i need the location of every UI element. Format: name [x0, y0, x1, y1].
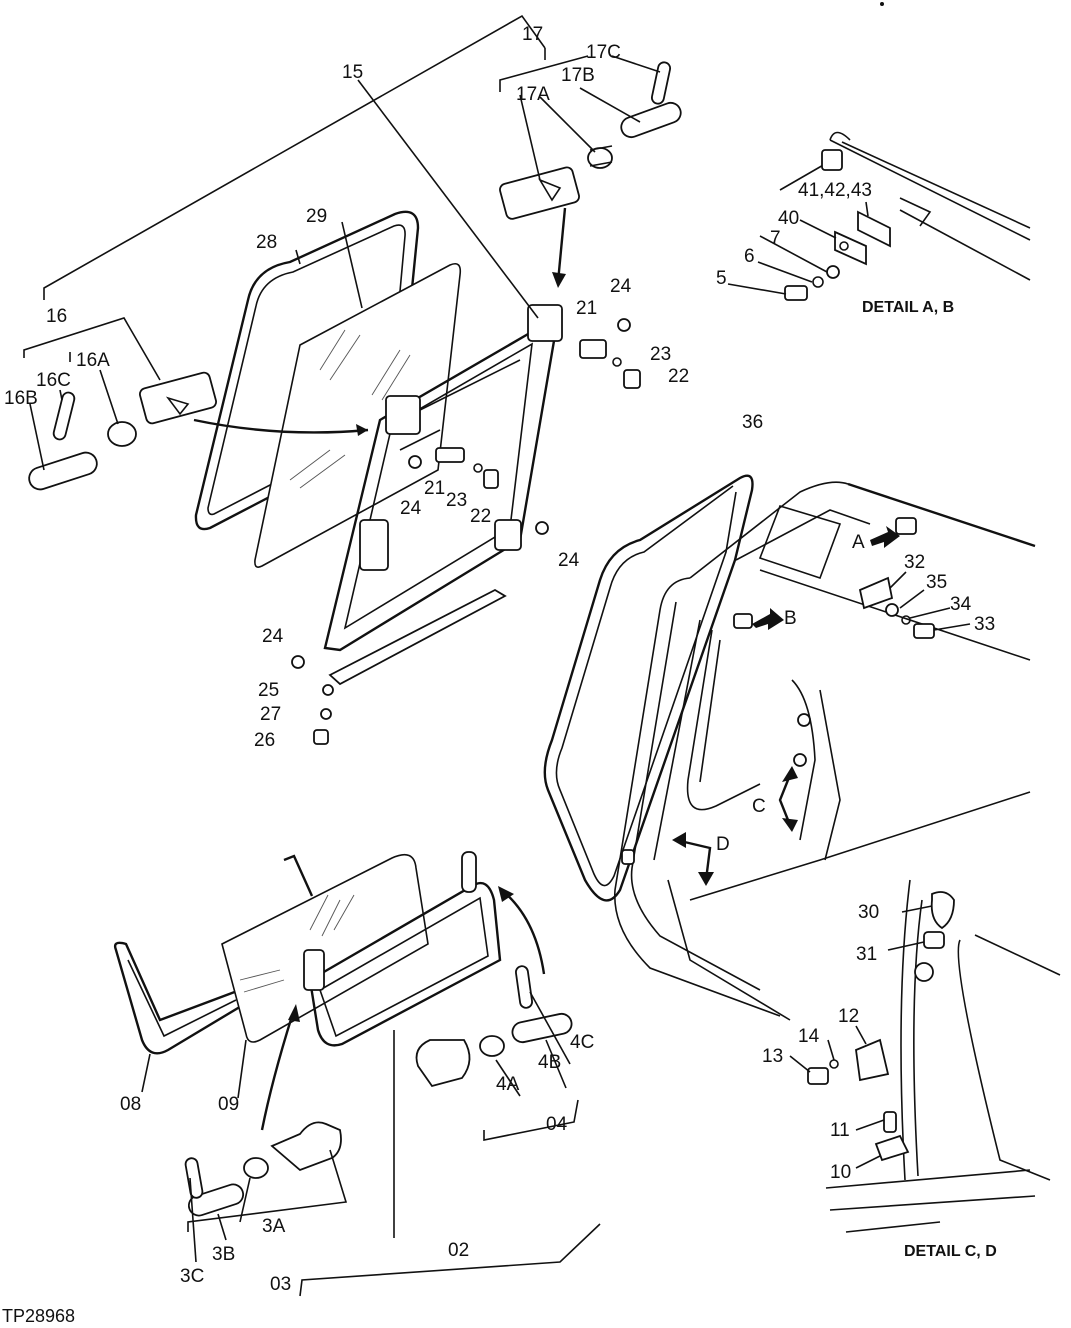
detail-ab-cab-roof	[727, 131, 1031, 301]
cab-body	[614, 481, 1036, 1021]
lower-frame-02	[303, 851, 502, 1047]
callout-30: 30	[858, 902, 879, 923]
window-track-25	[322, 588, 507, 696]
callout-23b: 23	[446, 490, 467, 511]
callout-25: 25	[258, 680, 279, 701]
window-seal-28	[194, 210, 420, 531]
arrow-label-c: C	[752, 796, 766, 817]
callout-10: 10	[830, 1162, 851, 1183]
callout-23a: 23	[650, 344, 671, 365]
callout-12: 12	[838, 1006, 859, 1027]
striker-parts-32-35	[858, 571, 971, 639]
figure-id: TP28968	[2, 1306, 75, 1326]
callout-22b: 22	[470, 506, 491, 527]
callout-17b: 17B	[561, 65, 595, 86]
callout-41-42-43: 41,42,43	[798, 180, 872, 201]
leader-lines-bottom	[141, 886, 601, 1297]
callout-40: 40	[778, 208, 799, 229]
callout-arrows	[672, 526, 900, 886]
callout-3a: 3A	[262, 1216, 286, 1237]
callout-02: 02	[448, 1240, 469, 1261]
callout-32: 32	[904, 552, 925, 573]
arrow-label-d: D	[716, 834, 730, 855]
callout-15: 15	[342, 62, 363, 83]
detail-cd-cab-corner	[789, 879, 1061, 1233]
callout-6: 6	[744, 246, 755, 267]
callout-7: 7	[770, 228, 781, 249]
callout-03: 03	[270, 1274, 291, 1295]
callout-28: 28	[256, 232, 277, 253]
callout-31: 31	[856, 944, 877, 965]
arrow-letters: A B C D	[716, 532, 865, 855]
callout-24a: 24	[610, 276, 632, 297]
callout-22a: 22	[668, 366, 689, 387]
callout-3c: 3C	[180, 1266, 204, 1287]
callout-14: 14	[798, 1026, 820, 1047]
callout-26: 26	[254, 730, 275, 751]
callout-4a: 4A	[496, 1074, 520, 1095]
callout-16b: 16B	[4, 388, 38, 409]
callout-17c: 17C	[586, 42, 621, 63]
hardware-top-right	[291, 318, 641, 745]
callout-21a: 21	[576, 298, 597, 319]
callout-24d: 24	[262, 626, 284, 647]
latch-assembly-16	[28, 371, 217, 491]
latch-assembly-03	[184, 1121, 342, 1217]
callout-34: 34	[950, 594, 972, 615]
callout-17a: 17A	[516, 84, 550, 105]
window-glass-29	[254, 262, 462, 568]
callout-24c: 24	[558, 550, 580, 571]
callout-5: 5	[716, 268, 727, 289]
callout-21b: 21	[424, 478, 445, 499]
callout-4b: 4B	[538, 1052, 561, 1073]
callout-04: 04	[546, 1114, 568, 1135]
callout-11: 11	[830, 1120, 850, 1141]
callout-4c: 4C	[570, 1032, 594, 1053]
callout-3b: 3B	[212, 1244, 235, 1265]
latch-assembly-04	[415, 965, 573, 1088]
lower-glass-09	[221, 853, 429, 1043]
door-seal-36	[543, 474, 754, 902]
callout-27: 27	[260, 704, 281, 725]
detail-cd-caption: DETAIL C, D	[904, 1243, 997, 1260]
part-callout-labels: 17 17C 17B 17A 15 28 29 16 16A 16C 16B 2…	[4, 24, 995, 1295]
leader-lines-top	[23, 14, 661, 471]
callout-16: 16	[46, 306, 67, 327]
callout-29: 29	[306, 206, 327, 227]
latch-assembly-17	[499, 61, 682, 220]
arrow-label-a: A	[852, 532, 865, 553]
callout-36: 36	[742, 412, 763, 433]
detail-ab-caption: DETAIL A, B	[862, 299, 954, 316]
sash-frame-15	[323, 304, 563, 652]
callout-08: 08	[120, 1094, 141, 1115]
callout-13: 13	[762, 1046, 783, 1067]
callout-16c: 16C	[36, 370, 71, 391]
callout-09: 09	[218, 1094, 239, 1115]
callout-16a: 16A	[76, 350, 110, 371]
callout-24b: 24	[400, 498, 422, 519]
callout-35: 35	[926, 572, 947, 593]
callout-17: 17	[522, 24, 543, 45]
arrow-label-b: B	[784, 608, 797, 629]
callout-33: 33	[974, 614, 995, 635]
